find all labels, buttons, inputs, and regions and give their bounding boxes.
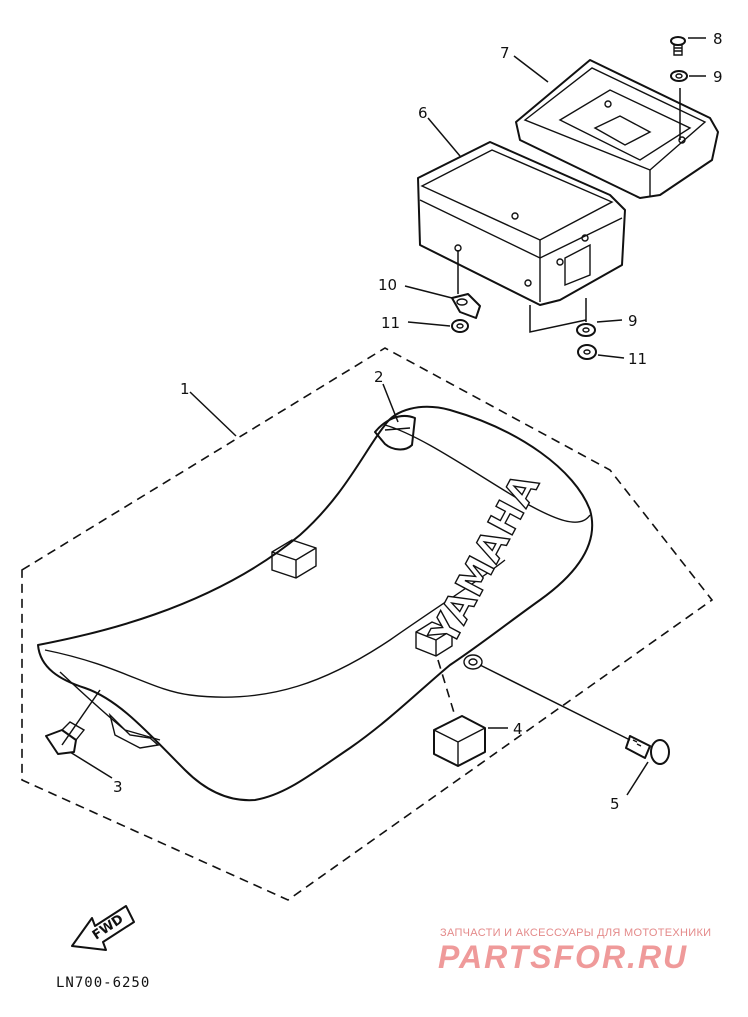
watermark-site: PARTSFOR.RU [438, 939, 688, 975]
tray-bracket-nut [451, 293, 481, 319]
cover-screw [670, 36, 686, 56]
seat-bolt-boss [463, 654, 483, 670]
seat-clip [45, 721, 86, 755]
label-part-3: 3 [113, 778, 123, 796]
tray-nut-left [451, 319, 469, 333]
tray-washer-right [576, 323, 596, 337]
cover-washer [670, 70, 688, 82]
seat: YAMAHA [37, 405, 594, 802]
label-part-1: 1 [180, 380, 190, 398]
seat-damper [271, 539, 317, 579]
label-part-8: 8 [713, 30, 723, 48]
label-part-7: 7 [500, 44, 510, 62]
label-part-10: 10 [378, 276, 397, 294]
label-part-11-left: 11 [381, 314, 400, 332]
seat-damper-2 [415, 621, 453, 657]
storage-cover [515, 59, 719, 199]
fwd-arrow: FWD [71, 905, 135, 951]
label-part-5: 5 [610, 795, 620, 813]
watermark-tagline: ЗАПЧАСТИ И АКСЕССУАРЫ ДЛЯ МОТОТЕХНИКИ [440, 927, 711, 939]
label-part-2: 2 [374, 368, 384, 386]
seat-bolt [625, 735, 670, 765]
label-part-6: 6 [418, 104, 428, 122]
label-part-4: 4 [513, 720, 523, 738]
drawing-code: LN700-6250 [56, 975, 150, 991]
label-part-9-top: 9 [713, 68, 723, 86]
seat-brand-text: YAMAHA [421, 466, 548, 653]
storage-tray [417, 141, 626, 306]
label-part-11-right: 11 [628, 350, 647, 368]
seat-hook [374, 414, 416, 451]
label-part-9-right: 9 [628, 312, 638, 330]
damper-block [433, 715, 486, 767]
tray-nut-right [577, 344, 597, 360]
seat-assembly-outline [21, 347, 714, 901]
